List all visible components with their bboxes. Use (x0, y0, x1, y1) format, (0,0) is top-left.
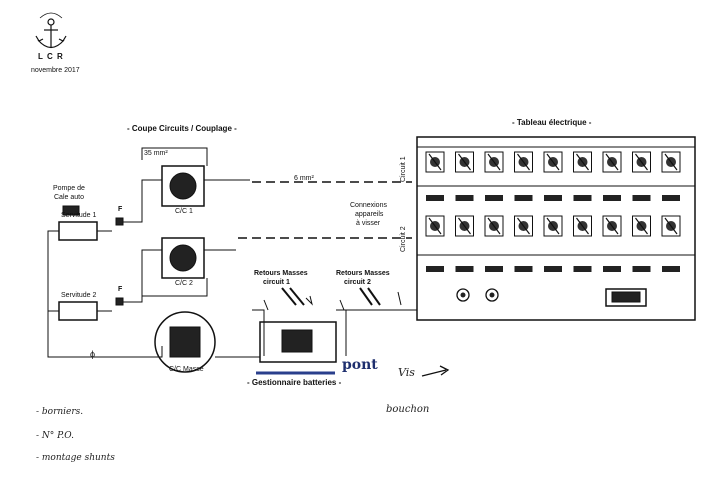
breaker-switch (602, 151, 622, 173)
bouchon-annotation: bouchon (386, 404, 430, 415)
vis-annotation: Vis (398, 366, 415, 379)
servitude2-label: Servitude 2 (61, 292, 97, 299)
montage-annotation: - montage shunts (36, 453, 115, 463)
breaker-label-plate (632, 266, 651, 272)
breaker-switch (602, 215, 622, 237)
pompe-label-1: Pompe de (53, 185, 85, 192)
fuse-1-label: F (118, 206, 123, 213)
cc-masse-switch (154, 311, 216, 373)
breaker-switch (661, 215, 681, 237)
connexions-label-1: Connexions (350, 202, 387, 209)
cc2-switch (161, 237, 205, 279)
breaker-label-plate (632, 195, 651, 201)
fuse-2 (115, 297, 124, 306)
circuit2-label: Circuit 2 (400, 226, 407, 252)
breaker-label-plate (485, 266, 503, 272)
breaker-label-plate (455, 266, 474, 272)
breaker-switch (425, 215, 445, 237)
fuse-1 (115, 217, 124, 226)
npo-annotation: - N° P.O. (36, 431, 74, 441)
section-coupe-title: - Coupe Circuits / Couplage - (127, 124, 237, 133)
breaker-label-plate (573, 266, 592, 272)
breaker-switch (573, 215, 592, 237)
breaker-label-plate (662, 195, 680, 201)
servitude2-battery (58, 301, 98, 321)
borniers-annotation: - borniers. (36, 407, 84, 417)
breaker-switch (484, 215, 504, 237)
breaker-label-plate (662, 266, 680, 272)
cc1-switch (161, 165, 205, 207)
breaker-label-plate (455, 195, 474, 201)
breaker-label-plate (514, 266, 533, 272)
servitude1-label: Servitude 1 (61, 212, 97, 219)
breaker-label-plate (603, 195, 621, 201)
pump-icon (62, 205, 80, 216)
breaker-switch (543, 215, 563, 237)
breaker-rows (425, 151, 681, 302)
breaker-label-plate (514, 195, 533, 201)
breaker-switch (514, 151, 533, 173)
cc-masse-label: C/C Masse (169, 366, 204, 373)
breaker-switch (661, 151, 681, 173)
retours1-label-1: Retours Masses (254, 270, 308, 277)
breaker-label-plate (544, 266, 562, 272)
breaker-switch (514, 215, 533, 237)
breaker-switch (543, 151, 563, 173)
section-gestionnaire-title: - Gestionnaire batteries - (247, 378, 342, 387)
breaker-switch (632, 151, 651, 173)
panel-control-knob (485, 288, 499, 302)
battery-monitor-display (605, 288, 647, 307)
breaker-label-plate (603, 266, 621, 272)
servitude1-battery (58, 221, 98, 241)
circuit1-label: Circuit 1 (400, 156, 407, 182)
breaker-label-plate (426, 195, 444, 201)
connexions-label-3: à visser (356, 220, 381, 227)
retours2-label-1: Retours Masses (336, 270, 390, 277)
cable-6-label: 6 mm² (294, 175, 314, 182)
anchor-icon (35, 12, 67, 49)
cc2-label: C/C 2 (175, 280, 193, 287)
breaker-switch (632, 215, 651, 237)
section-tableau-title: - Tableau électrique - (512, 118, 592, 127)
pont-annotation: pont (342, 357, 378, 373)
battery-manager (259, 321, 337, 363)
connexions-label-2: appareils (355, 211, 384, 218)
breaker-switch (573, 151, 592, 173)
breaker-label-plate (485, 195, 503, 201)
phi-label: ϕ (90, 349, 96, 359)
breaker-switch (455, 215, 474, 237)
retours1-label-2: circuit 1 (263, 279, 290, 286)
panel-control-knob (456, 288, 470, 302)
logo-text: L C R (38, 52, 64, 61)
date-label: novembre 2017 (31, 67, 80, 74)
cable-35-label: 35 mm² (144, 150, 168, 157)
breaker-label-plate (573, 195, 592, 201)
breaker-switch (425, 151, 445, 173)
fuse-2-label: F (118, 286, 123, 293)
breaker-switch (484, 151, 504, 173)
tableau-panel (416, 136, 696, 321)
retours2-label-2: circuit 2 (344, 279, 371, 286)
pompe-label-2: Cale auto (54, 194, 84, 201)
breaker-label-plate (544, 195, 562, 201)
cc1-label: C/C 1 (175, 208, 193, 215)
breaker-label-plate (426, 266, 444, 272)
breaker-switch (455, 151, 474, 173)
